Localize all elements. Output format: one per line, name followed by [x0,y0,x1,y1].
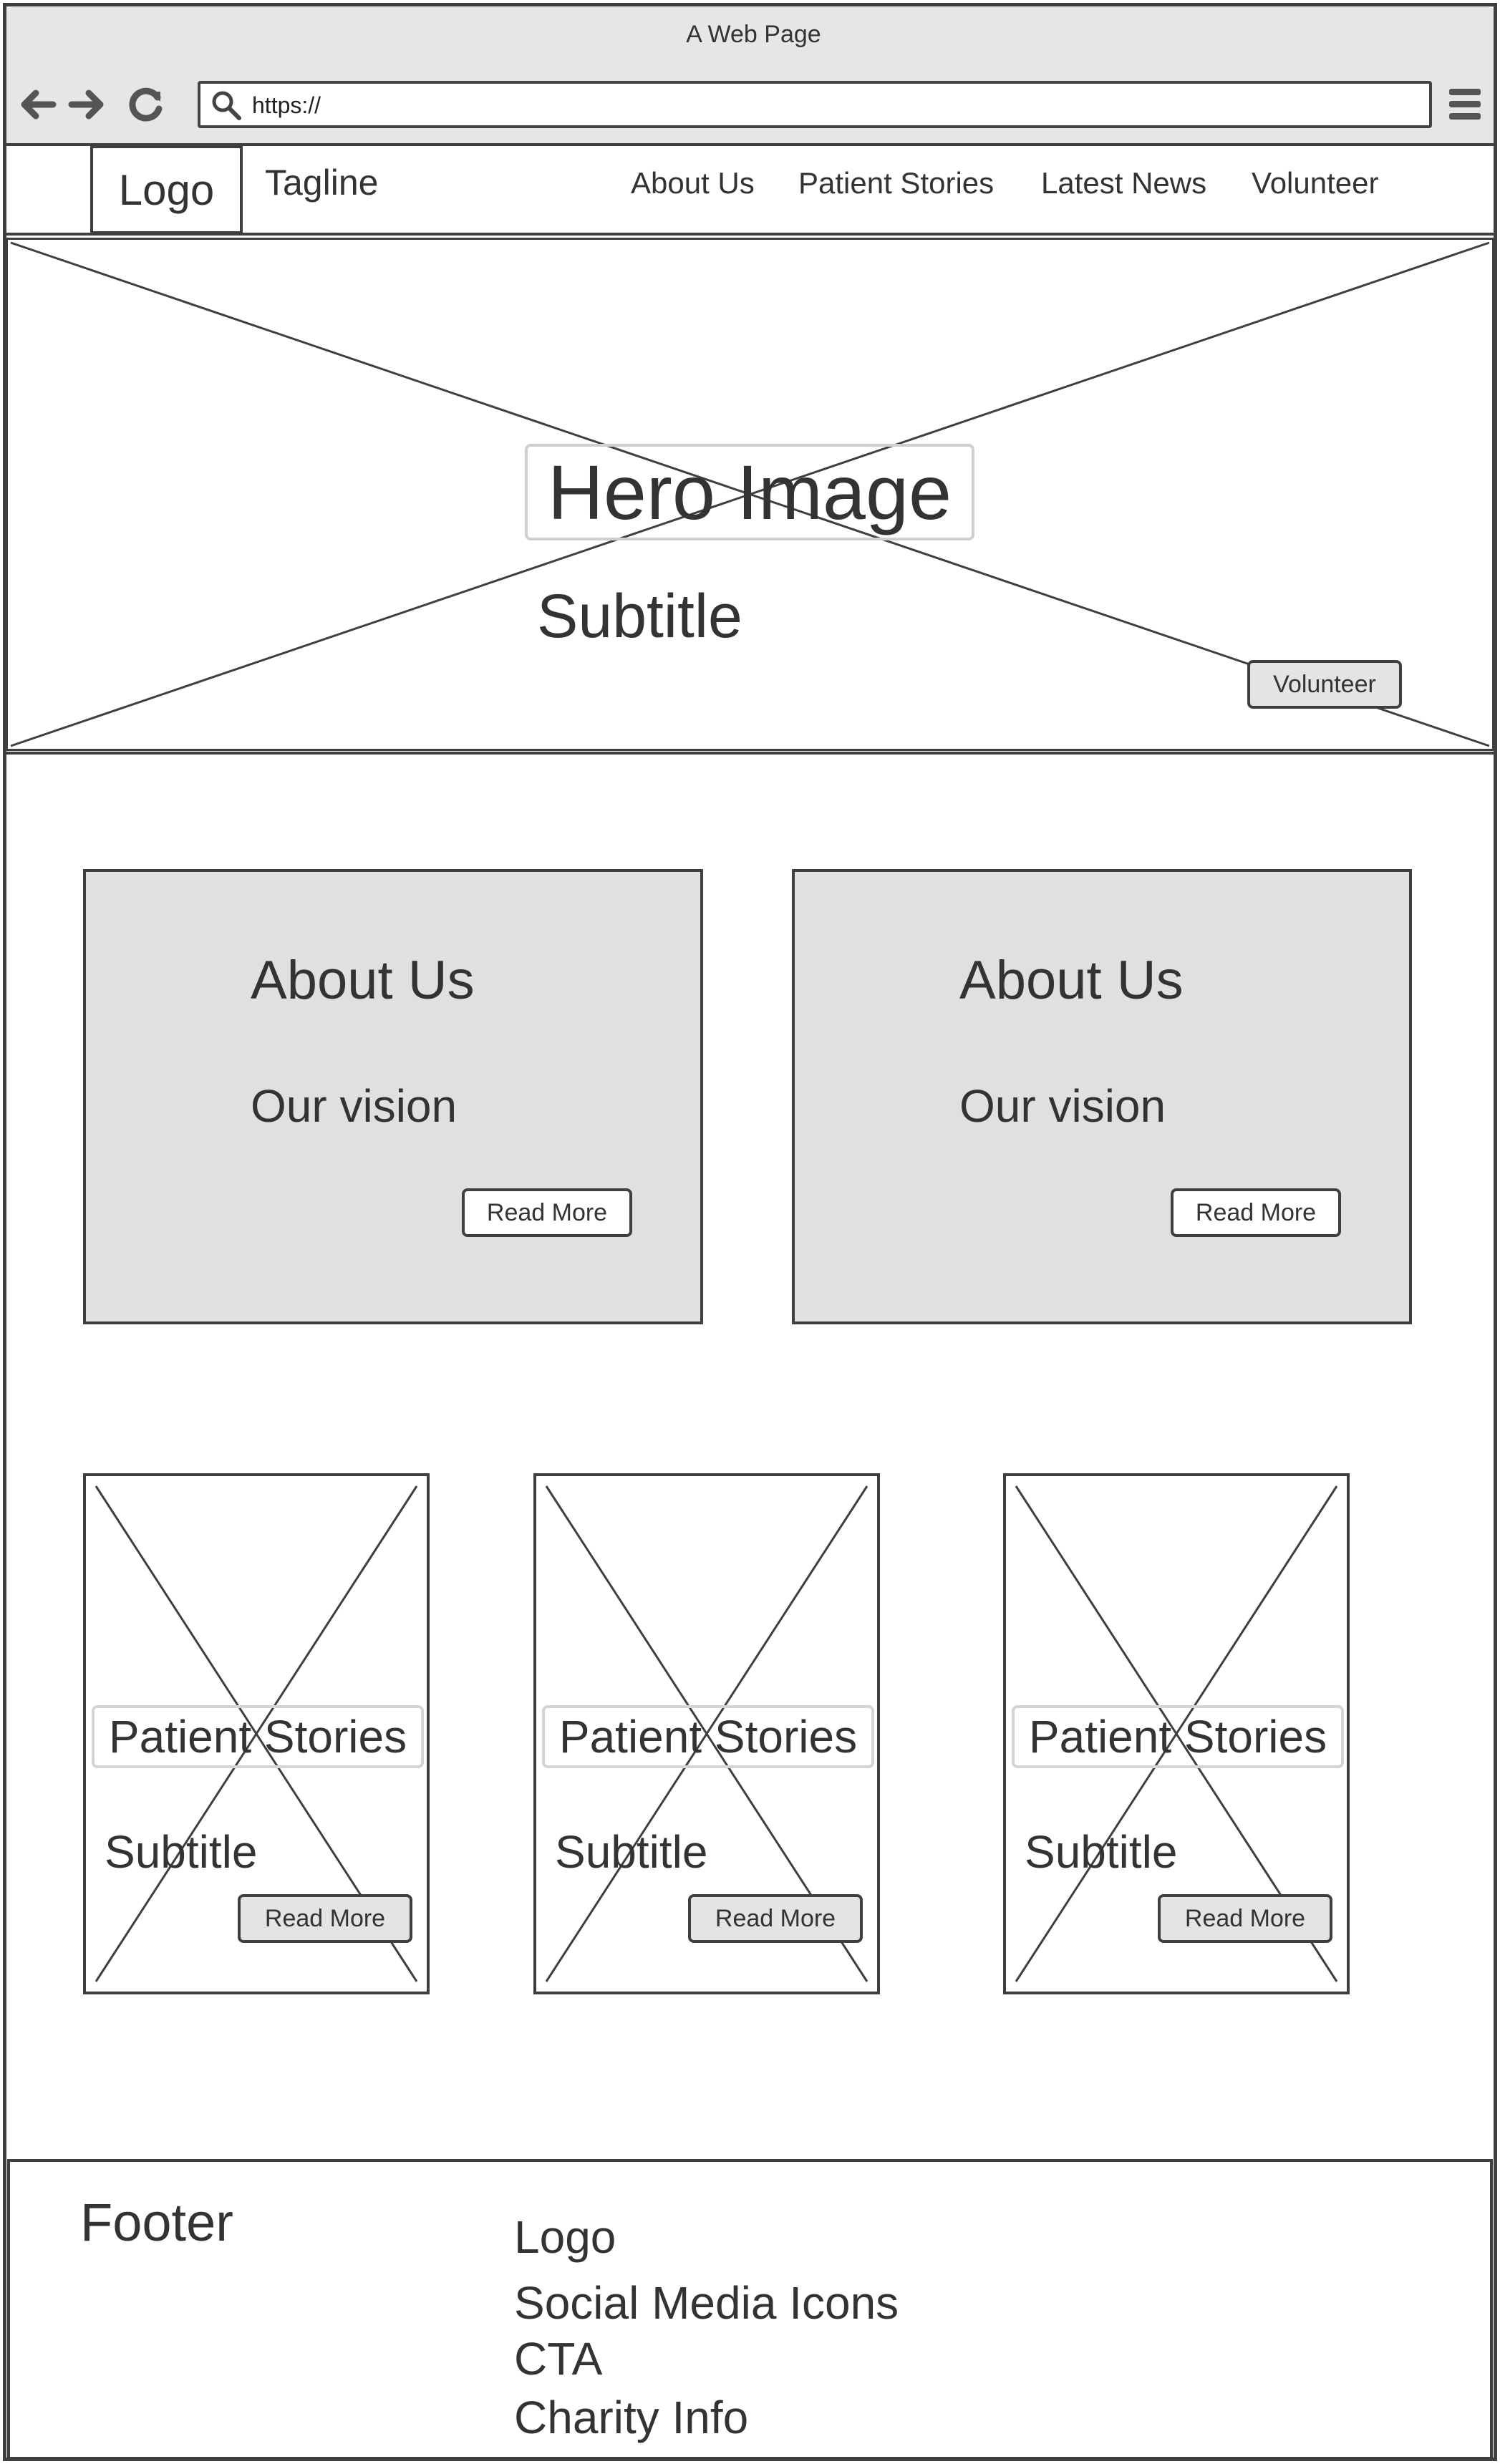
footer-cta: CTA [514,2333,603,2385]
nav-link-volunteer[interactable]: Volunteer [1252,166,1379,200]
site-tagline: Tagline [265,163,379,203]
nav-link-latest-news[interactable]: Latest News [1041,166,1207,200]
story-title-frame [92,1705,424,1768]
url-text: https:// [252,92,321,118]
patient-story-card: Patient Stories Subtitle Read More [533,1473,880,1994]
address-bar[interactable]: https:// [198,81,1432,128]
nav-link-about-us[interactable]: About Us [631,166,755,200]
footer-title: Footer [80,2193,233,2252]
about-card-title: About Us [959,950,1184,1011]
about-read-more-button[interactable]: Read More [462,1188,632,1237]
story-card-subtitle: Subtitle [1025,1826,1178,1878]
site-logo[interactable]: Logo [90,145,243,234]
story-card-title: Patient Stories [558,1711,858,1762]
browser-titlebar: A Web Page [3,3,1497,64]
site-footer [7,2159,1493,2460]
patient-story-card: Patient Stories Subtitle Read More [83,1473,430,1994]
hero-subtitle: Subtitle [537,582,742,651]
nav-link-patient-stories[interactable]: Patient Stories [798,166,995,200]
search-icon [212,91,241,120]
patient-story-card: Patient Stories Subtitle Read More [1003,1473,1350,1994]
reload-icon[interactable] [125,83,168,126]
story-title-frame [1012,1705,1344,1768]
story-card-title: Patient Stories [1028,1711,1327,1762]
forward-arrow-icon[interactable] [66,83,109,126]
about-card-subtitle: Our vision [251,1080,458,1132]
about-card-title: About Us [251,950,475,1011]
story-read-more-button[interactable]: Read More [238,1894,412,1943]
story-card-title: Patient Stories [108,1711,407,1762]
hero-title: Hero Image [547,449,952,535]
hamburger-menu-icon[interactable] [1446,84,1484,125]
hero-placeholder-cross [10,241,1490,747]
story-read-more-button[interactable]: Read More [688,1894,863,1943]
hero-volunteer-button[interactable]: Volunteer [1247,660,1402,709]
story-card-subtitle: Subtitle [105,1826,258,1878]
window-title: A Web Page [686,21,821,48]
footer-logo: Logo [514,2211,616,2263]
back-arrow-icon[interactable] [16,83,59,126]
about-card: About Us Our vision Read More [792,869,1412,1324]
footer-social-media-icons: Social Media Icons [514,2277,899,2329]
story-card-subtitle: Subtitle [555,1826,708,1878]
hero-title-frame [525,444,974,540]
about-card: About Us Our vision Read More [83,869,703,1324]
about-card-subtitle: Our vision [959,1080,1166,1132]
header-divider [3,233,1497,236]
footer-charity-info: Charity Info [514,2392,749,2443]
about-read-more-button[interactable]: Read More [1171,1188,1341,1237]
story-title-frame [542,1705,874,1768]
hero-divider [3,752,1497,755]
hero-image-placeholder [6,238,1494,751]
story-read-more-button[interactable]: Read More [1158,1894,1332,1943]
